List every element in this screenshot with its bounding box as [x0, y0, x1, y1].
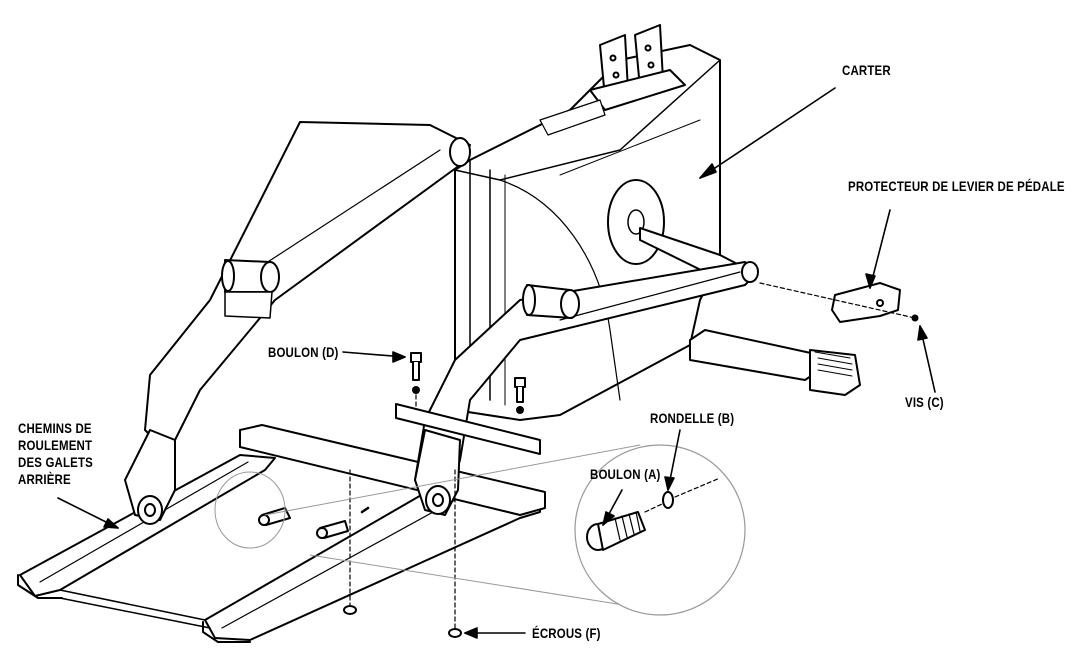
- mount-bracket: [395, 403, 541, 455]
- pedal-lever-protector: [759, 282, 919, 323]
- nut-right: [448, 628, 462, 638]
- nut-dash-lines: [349, 469, 456, 631]
- label-rear-rails-line-4: ARRIÈRE: [18, 471, 71, 487]
- bolt-d: [410, 352, 526, 414]
- label-rear-rails: CHEMINS DE ROULEMENT DES GALETS ARRIÈRE: [18, 420, 93, 488]
- label-screw-c: VIS (C): [905, 394, 944, 410]
- zoom-callout: [214, 444, 746, 616]
- cross-member: [239, 424, 546, 516]
- label-pedal-lever-protector: PROTECTEUR DE LEVIER DE PÉDALE: [848, 178, 1065, 194]
- label-rear-rails-line-1: CHEMINS DE: [18, 420, 92, 436]
- right-pedal-arm: [414, 261, 759, 516]
- leader-arrows: [57, 87, 936, 639]
- label-rear-rails-line-2: ROULEMENT: [18, 437, 93, 453]
- label-carter: CARTER: [842, 62, 891, 78]
- front-stabilizer: [689, 329, 861, 396]
- label-rear-rails-line-3: DES GALETS: [18, 454, 94, 470]
- label-bolt-d: BOULON (D): [268, 344, 339, 360]
- label-nuts-f: ÉCROUS (F): [532, 625, 601, 641]
- label-bolt-a: BOULON (A): [590, 466, 661, 482]
- rail-bolts: [258, 506, 370, 539]
- left-pedal-arm: [124, 121, 471, 525]
- nut-left: [343, 605, 357, 615]
- label-washer-b: RONDELLE (B): [650, 410, 735, 426]
